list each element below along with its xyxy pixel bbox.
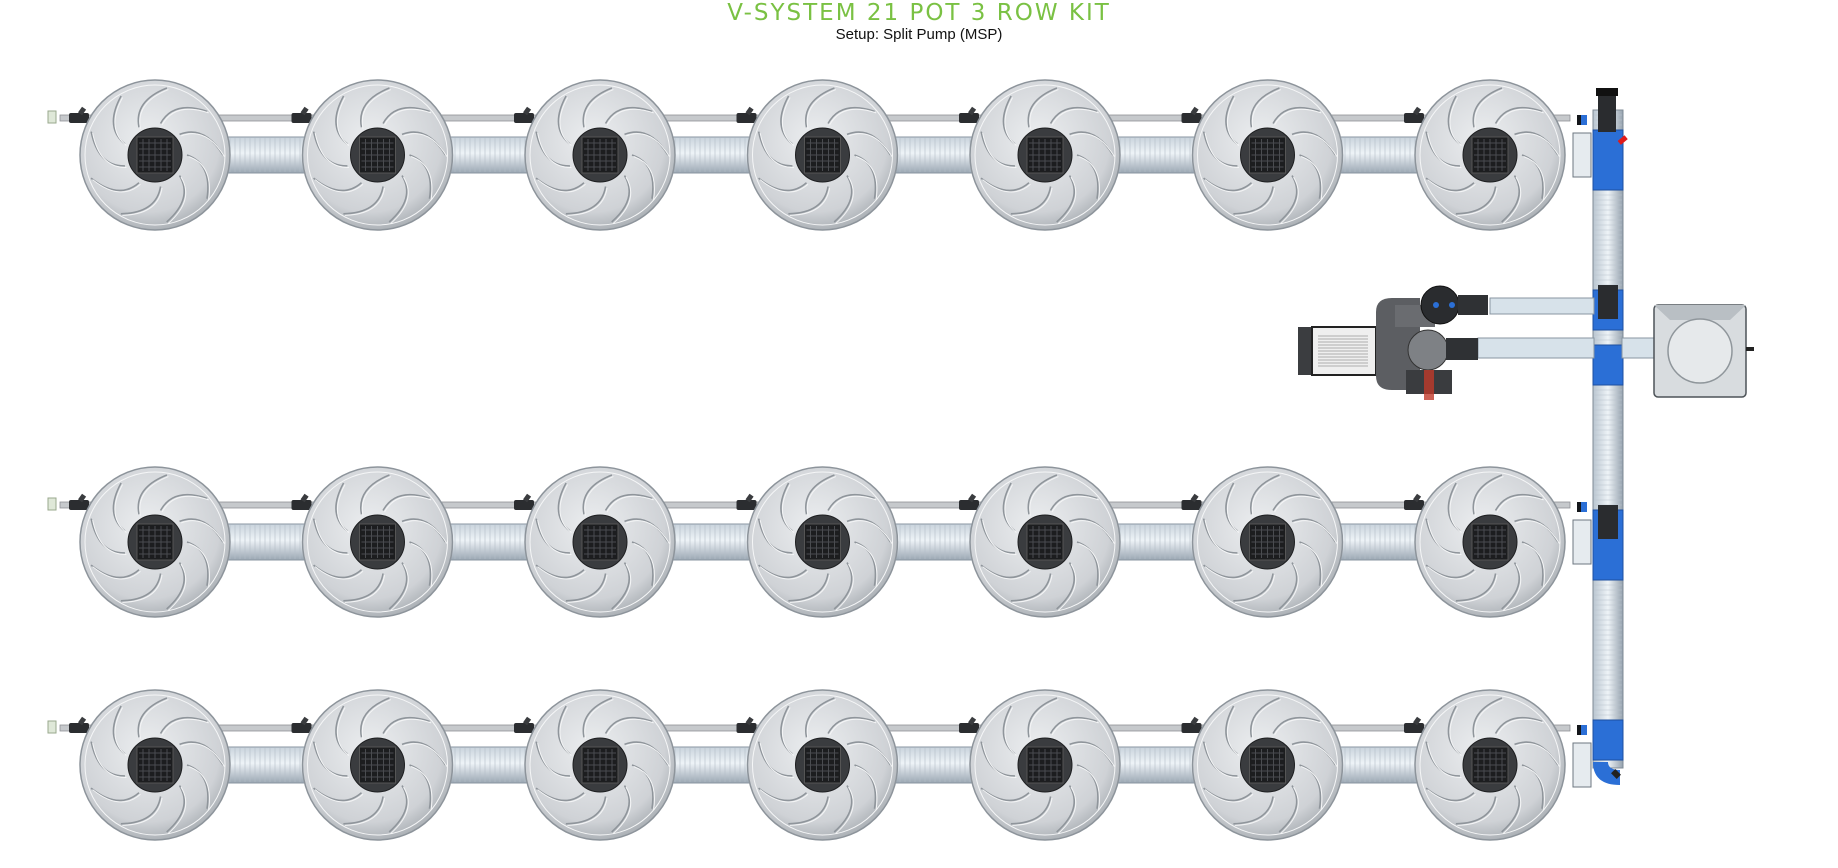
pump-icon (1298, 285, 1488, 400)
pot-icon (79, 689, 231, 841)
pot-icon (524, 689, 676, 841)
pot-icon (301, 466, 454, 618)
pot-icon (1191, 466, 1344, 618)
pot-row (47, 466, 1592, 618)
valve-icon (291, 493, 312, 510)
pot-icon (969, 466, 1121, 618)
valve-icon (1181, 106, 1202, 123)
pot-icon (1191, 79, 1344, 231)
valve-icon (291, 716, 312, 733)
pipe-tee (1592, 129, 1624, 191)
diagram-title: V-SYSTEM 21 POT 3 ROW KIT (727, 0, 1111, 26)
pot-row (47, 79, 1592, 231)
pot-icon (524, 79, 676, 231)
feed-pipe (1477, 337, 1595, 359)
manifold-connector (1572, 519, 1592, 565)
pot-icon (301, 79, 454, 231)
valve-icon (1181, 716, 1202, 733)
valve-icon (1617, 135, 1628, 145)
end-cap (47, 110, 57, 124)
return-pipe (1621, 337, 1655, 359)
reservoir-icon (1653, 304, 1754, 398)
pipe-joint (1598, 285, 1618, 319)
valve-icon (514, 106, 534, 123)
end-cap (47, 497, 57, 511)
main-manifold-pipe (1592, 109, 1624, 769)
pot-icon (79, 79, 231, 231)
pot-icon (1414, 689, 1566, 841)
valve-icon (1181, 493, 1202, 510)
pot-icon (969, 79, 1121, 231)
valve-icon (959, 106, 979, 123)
pot-icon (301, 689, 454, 841)
pot-icon (1414, 466, 1566, 618)
valve-icon (514, 716, 534, 733)
pot-icon (746, 466, 899, 618)
pot-icon (1191, 689, 1344, 841)
pot-icon (79, 466, 231, 618)
valve-icon (514, 493, 534, 510)
feed-pipe (1489, 297, 1595, 315)
top-riser (1598, 90, 1616, 132)
pipe-joint (1598, 505, 1618, 539)
diagram-subtitle: Setup: Split Pump (MSP) (835, 26, 1003, 43)
manifold-connector (1572, 132, 1592, 178)
pot-icon (746, 689, 899, 841)
pot-icon (1414, 79, 1566, 231)
manifold-connector (1572, 742, 1592, 788)
pot-row (47, 689, 1592, 841)
pipe-tee (1592, 719, 1624, 761)
pot-icon (524, 466, 676, 618)
valve-icon (1404, 106, 1424, 123)
end-cap (47, 720, 57, 734)
valve-icon (69, 106, 89, 123)
valve-icon (69, 493, 89, 510)
valve-icon (69, 716, 89, 733)
valve-icon (291, 106, 312, 123)
valve-icon (959, 493, 979, 510)
valve-icon (736, 493, 757, 510)
elbow-fitting-icon (1593, 762, 1620, 785)
valve-icon (959, 716, 979, 733)
valve-icon (1404, 493, 1424, 510)
valve-icon (1404, 716, 1424, 733)
valve-icon (736, 716, 757, 733)
pot-icon (969, 689, 1121, 841)
pot-icon (746, 79, 899, 231)
valve-icon (736, 106, 757, 123)
pipe-tee (1592, 344, 1624, 386)
